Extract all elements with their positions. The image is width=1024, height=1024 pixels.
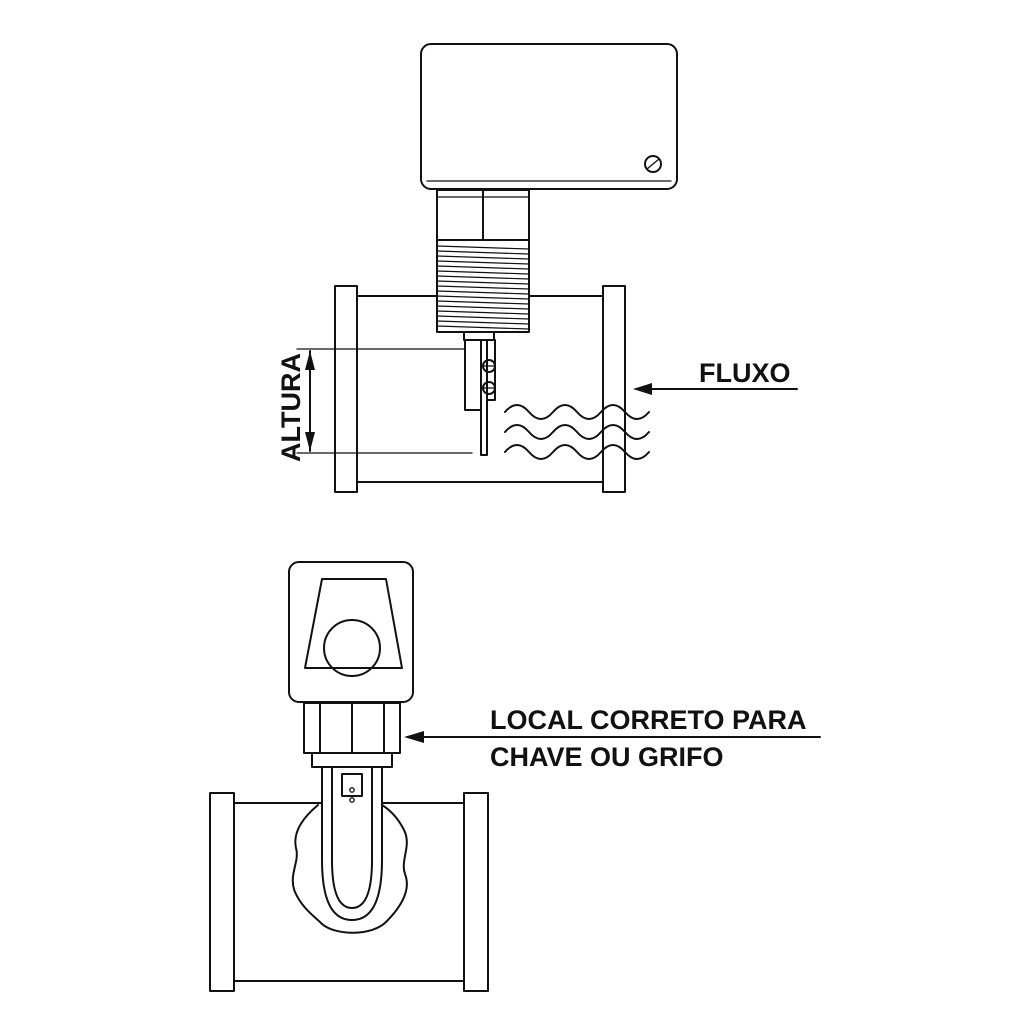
height-label: ALTURA <box>276 353 306 462</box>
flow-label: FLUXO <box>699 358 791 388</box>
pipe-section <box>334 285 626 493</box>
blade-screw-icon <box>482 381 496 395</box>
flow-waves-icon <box>504 404 650 460</box>
thread-line <box>436 265 530 270</box>
thread-line <box>436 300 530 305</box>
thread-line <box>436 250 530 255</box>
hex-nut-front <box>303 702 401 768</box>
thread-line <box>436 245 530 250</box>
thread-line <box>436 270 530 275</box>
thread-line <box>436 290 530 295</box>
cable-entry-icon <box>323 619 381 677</box>
switch-housing-front <box>288 561 414 703</box>
thread-line <box>436 320 530 325</box>
blade-screw-icon <box>482 359 496 373</box>
thread-line <box>436 295 530 300</box>
threaded-stem <box>436 239 530 333</box>
housing-screw-icon <box>644 155 662 173</box>
thread-line <box>436 255 530 260</box>
thread-line <box>436 260 530 265</box>
switch-housing <box>420 43 678 190</box>
paddle-blade <box>463 331 496 456</box>
cutaway-section <box>291 804 408 934</box>
wrench-label-line2: CHAVE OU GRIFO <box>490 742 724 772</box>
thread-line <box>436 310 530 315</box>
hex-nut <box>436 189 530 241</box>
height-dimension <box>296 348 473 454</box>
paddle-front <box>321 766 383 921</box>
flow-arrow-icon <box>633 383 798 395</box>
thread-line <box>436 325 530 330</box>
wrench-location-arrow-icon <box>404 731 821 743</box>
front-view-flow-switch: LOCAL CORRETO PARA CHAVE OU GRIFO <box>209 561 821 992</box>
wrench-label-line1: LOCAL CORRETO PARA <box>490 705 807 735</box>
thread-line <box>436 280 530 285</box>
side-view-flow-switch: FLUXO ALTURA <box>276 43 798 493</box>
thread-line <box>436 315 530 320</box>
thread-line <box>436 305 530 310</box>
thread-line <box>436 275 530 280</box>
thread-line <box>436 285 530 290</box>
pipe-front <box>209 792 489 992</box>
